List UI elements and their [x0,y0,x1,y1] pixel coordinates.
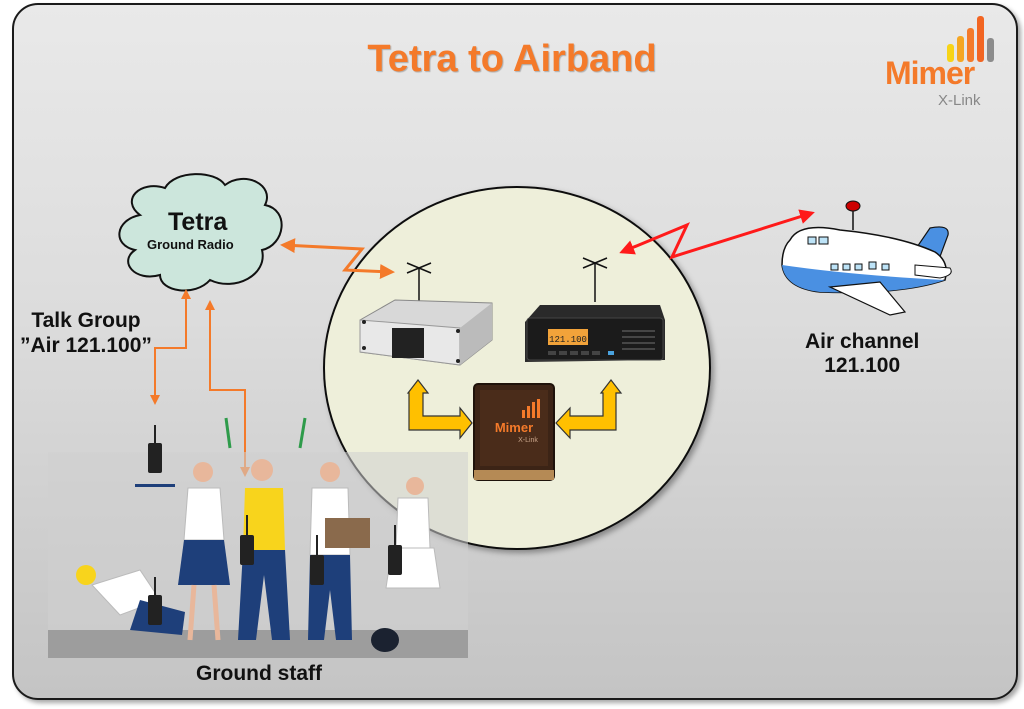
antenna-icon-tetra [406,262,432,302]
talk-group-label: Talk Group ”Air 121.100” [20,308,152,358]
airband-radio-icon: 121.100 [525,305,665,362]
logo-bar-4 [977,16,984,62]
handheld-radio-icons [148,425,402,625]
cloud-subtitle: Ground Radio [147,237,234,252]
logo-brand: Mimer [885,55,975,91]
logo-subtitle: X-Link [938,92,981,109]
bent-arrow-right [555,379,623,440]
air-channel-line1: Air channel [805,330,920,353]
tetra-radio-link [280,238,395,279]
talkgroup-link-1 [150,289,191,405]
air-channel-label: Air channel 121.100 [805,330,919,378]
talk-group-line1: Talk Group [31,309,141,332]
logo-bar-3 [967,28,974,62]
interface-box-sub: X-Link [518,437,538,444]
logo-bar-5 [987,38,994,62]
xlink-interface-box-icon: Mimer X-Link [473,383,555,481]
cloud-title: Tetra [168,208,228,236]
air-channel-line2: 121.100 [824,354,901,377]
logo-bar-1 [947,44,954,62]
tetra-cloud [118,173,283,292]
logo-bar-2 [957,36,964,62]
interface-box-brand: Mimer [495,420,533,435]
antenna-icon-airband [582,257,608,302]
airplane-icon [781,200,952,316]
diagram-title: Tetra to Airband [367,38,657,80]
ground-staff-illustration [48,417,468,658]
talkgroup-link-2 [205,300,250,477]
talk-group-line2: ”Air 121.100” [20,334,152,357]
tetra-mobile-radio-icon [359,299,493,366]
ground-staff-label: Ground staff [196,662,322,685]
bent-arrow-left [406,379,473,440]
airband-radio-link [619,209,815,260]
airband-radio-display: 121.100 [549,335,587,345]
